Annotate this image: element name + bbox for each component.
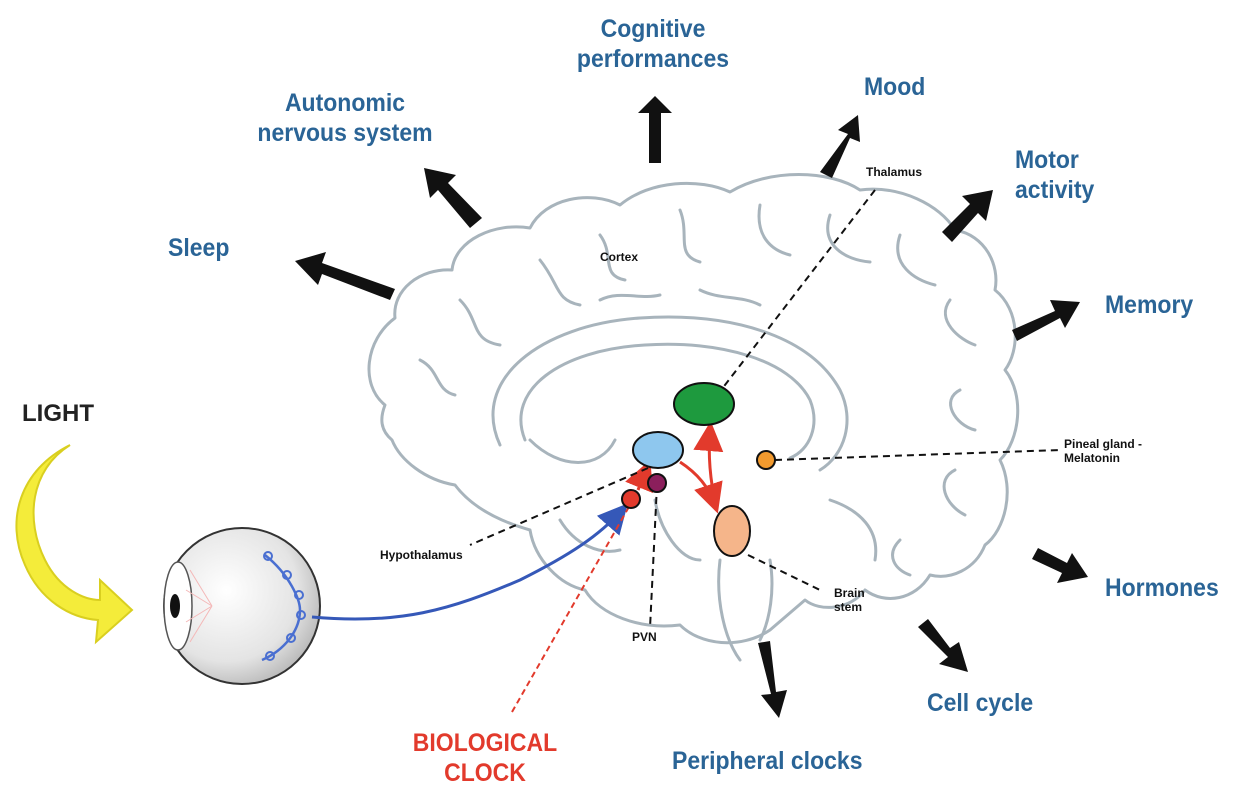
label-cognitive: Cognitive performances <box>556 14 749 74</box>
leader-lines <box>470 190 1060 628</box>
scn-nucleus <box>622 490 640 508</box>
arrow-cell-cycle <box>918 619 968 672</box>
arrow-peripheral <box>758 641 787 718</box>
pvn-nucleus <box>648 474 666 492</box>
label-cell-cycle: Cell cycle <box>927 688 1033 718</box>
arrow-cognitive <box>638 96 672 163</box>
label-sleep: Sleep <box>168 233 229 263</box>
label-biological-clock: BIOLOGICAL CLOCK <box>407 728 563 787</box>
label-cortex: Cortex <box>600 250 638 264</box>
brainstem-nucleus <box>714 506 750 556</box>
label-hypothalamus: Hypothalamus <box>380 548 463 562</box>
label-memory: Memory <box>1105 290 1193 320</box>
label-mood: Mood <box>864 72 925 102</box>
label-autonomic: Autonomic nervous system <box>248 88 441 148</box>
eye <box>164 528 320 684</box>
label-brainstem: Brain stem <box>834 586 874 614</box>
light-arrow <box>16 445 132 642</box>
label-pvn: PVN <box>632 630 657 644</box>
label-hormones: Hormones <box>1105 573 1219 603</box>
arrow-autonomic <box>424 168 482 228</box>
pineal-nucleus <box>757 451 775 469</box>
arrow-hormones <box>1032 548 1088 583</box>
hypothalamus-nucleus <box>633 432 683 468</box>
label-peripheral: Peripheral clocks <box>672 746 862 776</box>
label-motor: Motor activity <box>1015 145 1116 205</box>
retina-tract <box>312 510 622 619</box>
arrow-sleep <box>295 252 395 300</box>
thalamus-nucleus <box>674 383 734 425</box>
arrow-mood <box>820 115 860 178</box>
arrow-memory <box>1012 300 1080 341</box>
label-thalamus: Thalamus <box>866 165 922 179</box>
label-pineal: Pineal gland - Melatonin <box>1064 437 1144 465</box>
label-light: LIGHT <box>22 400 94 428</box>
